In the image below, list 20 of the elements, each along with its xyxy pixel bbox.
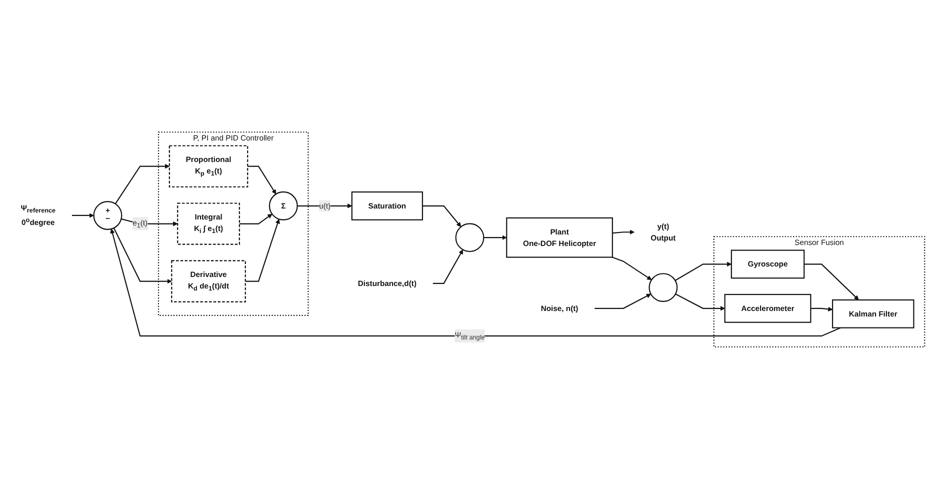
- arrow: [612, 256, 652, 280]
- arrow: [432, 249, 464, 284]
- node-circle: [455, 223, 484, 252]
- arrow: [297, 204, 352, 208]
- arrow: [804, 264, 859, 300]
- arrow: [113, 228, 172, 284]
- arrow: [422, 205, 462, 228]
- arrow: [612, 230, 634, 235]
- node-circle: [648, 273, 678, 302]
- arrow: [72, 213, 94, 218]
- arrow: [674, 262, 732, 281]
- arrow: [484, 235, 507, 240]
- arrow: [248, 166, 276, 194]
- arrow: [110, 228, 841, 337]
- arrow: [810, 306, 833, 312]
- arrow: [239, 214, 272, 224]
- arrow: [594, 294, 652, 309]
- arrow: [114, 164, 170, 204]
- arrow: [675, 294, 726, 311]
- arrow: [245, 218, 280, 282]
